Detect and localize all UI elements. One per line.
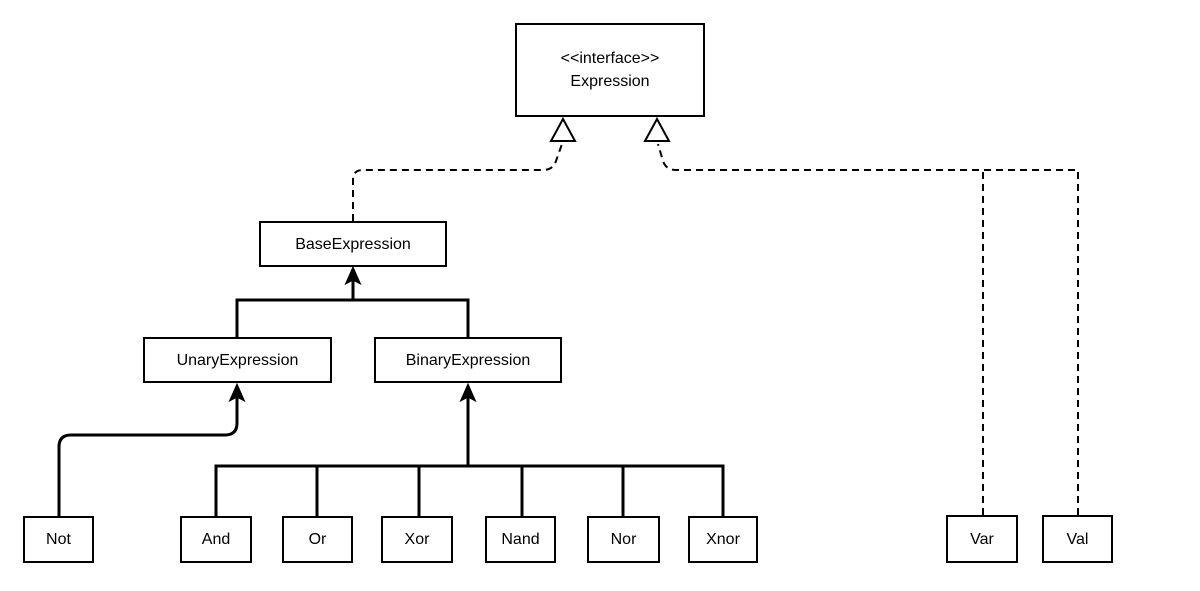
node-label: Xnor [706,531,740,548]
edge-binary-children-bar [214,464,725,516]
node-or[interactable]: Or [282,516,353,563]
node-label: UnaryExpression [176,351,299,369]
node-label: Nand [501,531,540,548]
node-val[interactable]: Val [1042,515,1113,563]
node-label: Not [46,531,71,548]
node-unary-expression[interactable]: UnaryExpression [143,337,332,383]
node-binary-expression[interactable]: BinaryExpression [374,337,562,383]
node-expression-interface[interactable]: <<interface>> Expression [515,23,705,117]
node-xor[interactable]: Xor [381,516,453,563]
node-label: Or [308,531,327,548]
edge-baseexpression-to-expression [352,143,563,221]
node-var[interactable]: Var [946,515,1018,563]
node-label: Nor [610,531,637,548]
node-base-expression[interactable]: BaseExpression [259,221,447,267]
filled-arrowhead-unaryexpression [228,382,246,403]
node-label: BinaryExpression [405,351,531,369]
edge-unary-binary-tbar [235,298,470,337]
edge-not-to-unary [57,397,239,516]
node-nor[interactable]: Nor [587,516,660,563]
hollow-triangle-arrow-left [549,116,577,142]
node-label: Val [1066,530,1089,548]
filled-arrowhead-binaryexpression [459,382,477,403]
filled-arrowhead-baseexpression [344,265,362,286]
node-nand[interactable]: Nand [485,516,556,563]
node-label: And [201,531,231,548]
node-label: Var [970,530,994,548]
node-xnor[interactable]: Xnor [688,516,758,563]
stereotype-label: <<interface>> [560,50,660,67]
node-label: Xor [404,531,430,548]
edge-val-to-expression [657,143,1079,515]
hollow-triangle-arrow-right [643,116,671,142]
node-label: BaseExpression [295,235,411,253]
node-and[interactable]: And [180,516,252,563]
node-not[interactable]: Not [23,516,94,563]
node-label: Expression [570,73,650,90]
